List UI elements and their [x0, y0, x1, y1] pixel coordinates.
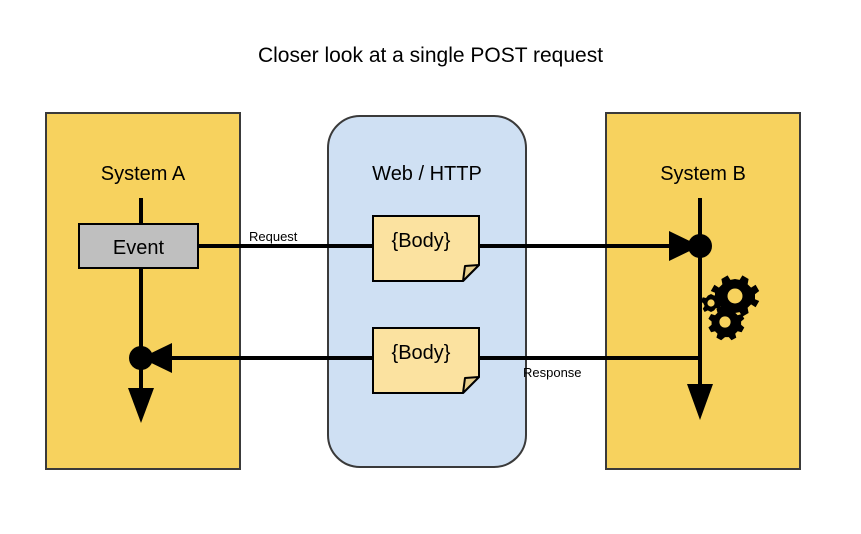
- node-event[interactable]: Event: [78, 223, 199, 269]
- gears-icon: [700, 275, 760, 341]
- terminator-b-arrowhead-down-icon: [687, 384, 713, 420]
- edge-response[interactable]: Response: [158, 356, 700, 380]
- gear-large-hub: [727, 288, 743, 304]
- terminator-a-arrowhead-down-icon: [128, 388, 154, 423]
- system-b-label: System B: [660, 163, 746, 185]
- node-response-body[interactable]: {Body}: [372, 327, 480, 394]
- page-title: Closer look at a single POST request: [258, 44, 603, 67]
- request-body-fold-icon: [462, 264, 480, 282]
- junction-b-dot-icon: [688, 234, 712, 258]
- system-b-flow: [687, 198, 713, 420]
- response-label: Response: [523, 365, 582, 380]
- request-label: Request: [249, 229, 298, 244]
- gear-small-hub: [707, 299, 715, 307]
- node-request-body[interactable]: {Body}: [372, 215, 480, 282]
- system-a-label: System A: [101, 163, 186, 185]
- request-arrowhead-right-icon: [669, 231, 700, 261]
- lane-system-b[interactable]: System B: [605, 112, 801, 470]
- gear-medium-hub: [719, 316, 731, 328]
- response-body-label: {Body}: [392, 342, 451, 364]
- edge-request[interactable]: Request: [198, 229, 683, 248]
- junction-a-dot-icon: [129, 346, 153, 370]
- response-arrowhead-left-icon: [141, 343, 172, 373]
- web-http-label: Web / HTTP: [372, 163, 482, 185]
- request-body-label: {Body}: [392, 230, 451, 252]
- junction-a: [129, 343, 172, 373]
- event-label: Event: [113, 237, 165, 259]
- event-box[interactable]: [78, 223, 199, 269]
- lane-web-http[interactable]: Web / HTTP: [327, 115, 527, 468]
- junction-b: [669, 231, 712, 261]
- response-body-fold-icon: [462, 376, 480, 394]
